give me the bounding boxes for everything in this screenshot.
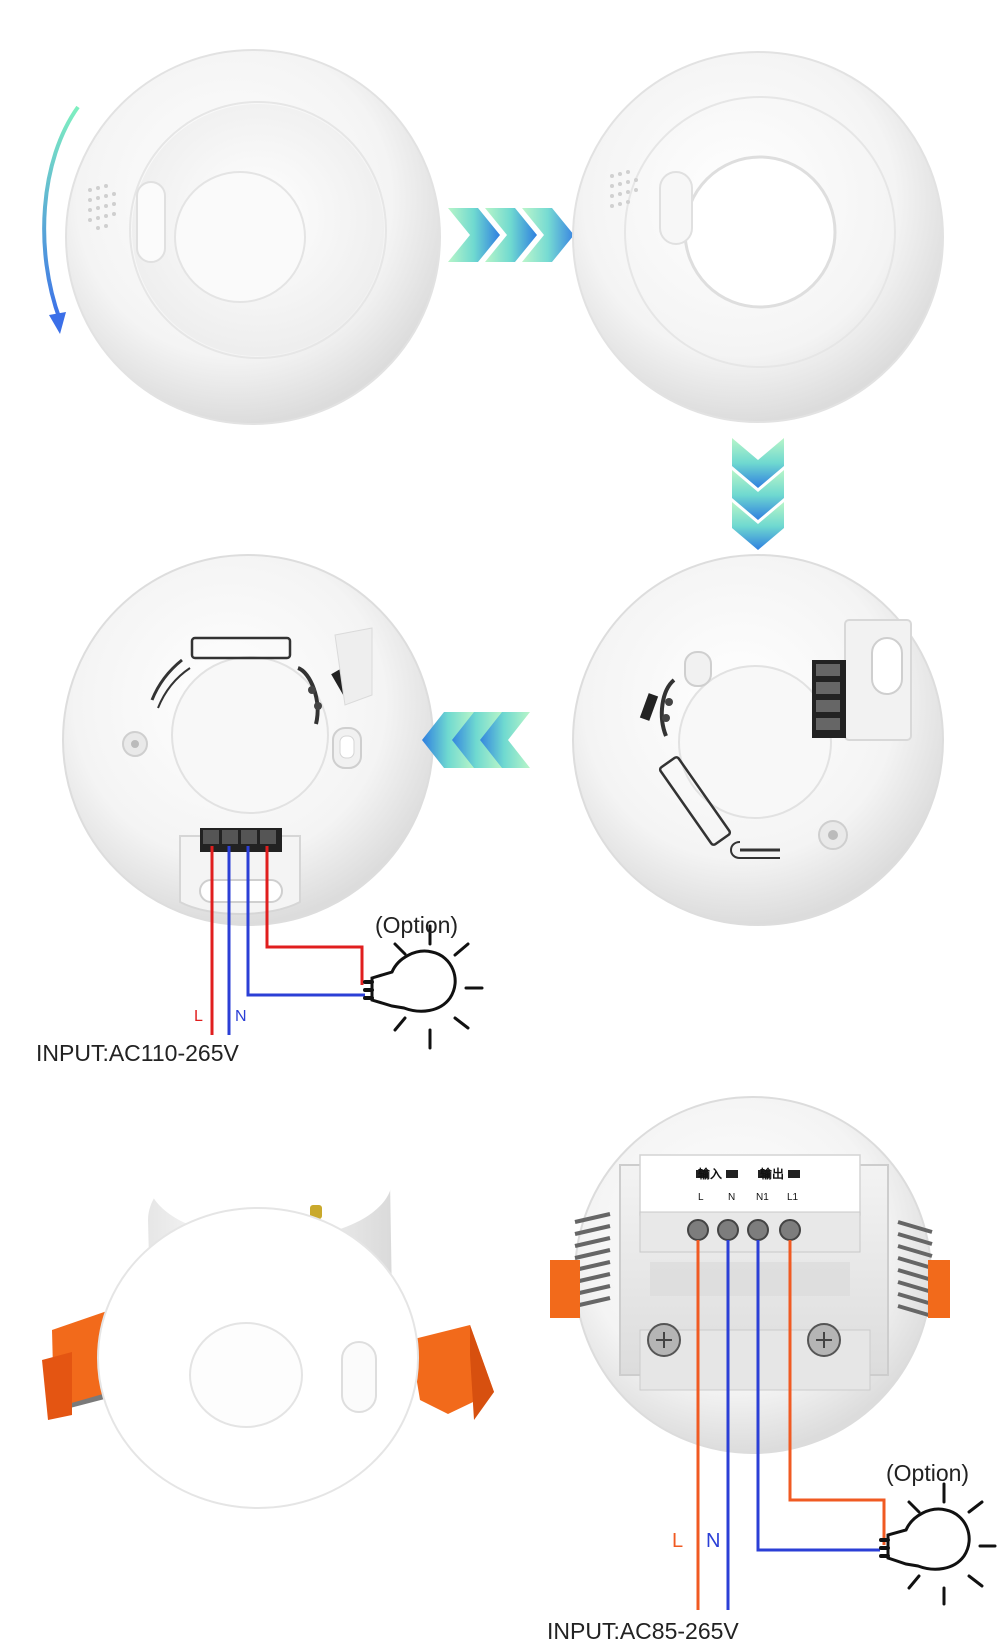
terminal-l1-label: L1 xyxy=(787,1192,799,1203)
input-voltage-label-top: INPUT:AC110-265V xyxy=(36,1040,239,1066)
option-label-top: (Option) xyxy=(375,912,459,938)
spring-left xyxy=(574,1212,611,1308)
wiring-bottom xyxy=(696,1240,886,1610)
terminal-l-label: L xyxy=(698,1192,704,1203)
wire-n-label-bottom: N xyxy=(706,1530,721,1552)
wire-l-label-bottom: L xyxy=(672,1530,684,1552)
sensor-ring-cover xyxy=(572,51,944,423)
sensor-back-wired xyxy=(62,554,434,926)
terminal-n1-label: N1 xyxy=(756,1192,769,1203)
spring-right xyxy=(897,1220,933,1318)
terminal-n-label: N xyxy=(728,1192,736,1203)
light-bulb-icon xyxy=(363,924,484,1050)
option-label-bottom: (Option) xyxy=(886,1460,970,1486)
wiring-top xyxy=(210,846,365,1035)
chevron-left-icon xyxy=(422,712,530,768)
input-voltage-label-bottom: INPUT:AC85-265V xyxy=(547,1618,739,1644)
sensor-front-cover xyxy=(65,49,441,425)
rotate-arrow-icon xyxy=(42,105,80,334)
sensor-terminal-closeup xyxy=(550,1096,950,1454)
terminal-input-label: 输入 xyxy=(698,1167,723,1181)
sensor-back-rotated xyxy=(572,554,944,926)
chevron-right-icon xyxy=(448,208,574,262)
terminal-screws xyxy=(687,1219,801,1241)
wire-n-label-top: N xyxy=(235,1008,247,1025)
chevron-down-icon xyxy=(732,438,784,550)
sensor-product-view xyxy=(42,1120,494,1509)
light-bulb-icon xyxy=(879,1482,997,1606)
wire-l-label-top: L xyxy=(194,1008,203,1025)
speaker-holes xyxy=(88,184,116,230)
terminal-output-label: 输出 xyxy=(760,1167,785,1181)
